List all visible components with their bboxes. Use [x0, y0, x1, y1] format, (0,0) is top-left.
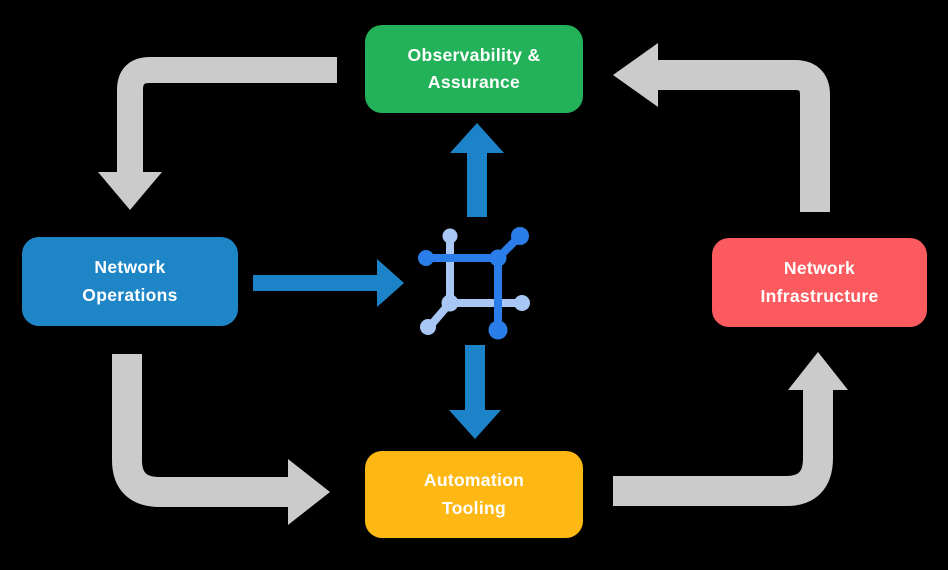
cycle-arrow-infrastructure-to-observability	[613, 43, 830, 212]
cycle-arrows	[98, 43, 848, 525]
cycle-arrow-observability-to-operations	[98, 57, 337, 210]
node-observability-assurance: Observability & Assurance	[365, 25, 583, 113]
node-automation-tooling: Automation Tooling	[365, 451, 583, 538]
node-label-line: Tooling	[442, 497, 506, 518]
network-automation-icon	[418, 227, 530, 340]
flow-arrow-operations-to-center	[253, 259, 404, 307]
flow-arrow-center-to-automation	[449, 345, 501, 439]
flow-arrow-center-to-observability	[450, 123, 504, 217]
node-label-line: Automation	[423, 470, 525, 491]
cycle-arrow-operations-to-automation	[112, 354, 330, 525]
node-label-line: Operations	[82, 284, 178, 305]
node-label-line: Assurance	[427, 72, 521, 92]
node-label-line: Infrastructure	[760, 285, 879, 306]
node-label-line: Observability &	[407, 44, 541, 65]
cycle-arrow-automation-to-infrastructure	[613, 352, 848, 506]
node-network-operations: Network Operations	[22, 237, 238, 326]
flow-arrows	[253, 123, 504, 439]
node-label-line: Network	[94, 257, 166, 278]
node-label-line: Network	[783, 258, 856, 279]
node-network-infrastructure: Network Infrastructure	[712, 238, 927, 327]
